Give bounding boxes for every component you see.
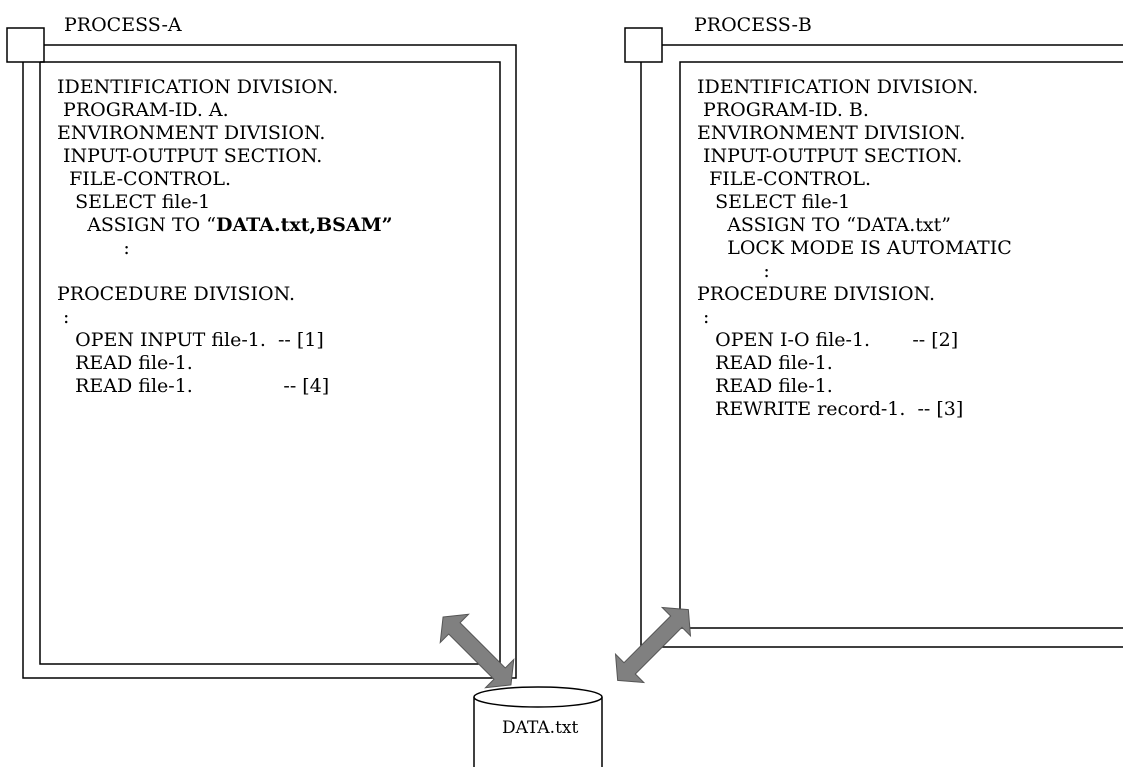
- code-line: IDENTIFICATION DIVISION.: [57, 76, 339, 98]
- code-line: :: [57, 237, 130, 259]
- process-b-corner-box: [624, 27, 663, 63]
- code-line: ENVIRONMENT DIVISION.: [57, 122, 326, 144]
- code-line: OPEN INPUT file-1. -- [1]: [57, 329, 324, 351]
- assign-prefix: ASSIGN TO “: [57, 214, 216, 236]
- process-a-outer-border: [22, 44, 517, 679]
- code-line: ENVIRONMENT DIVISION.: [697, 122, 966, 144]
- code-line: INPUT-OUTPUT SECTION.: [697, 145, 963, 167]
- code-line: REWRITE record-1. -- [3]: [697, 398, 964, 420]
- code-line: SELECT file-1: [57, 191, 211, 213]
- data-file-cylinder: [473, 686, 603, 767]
- code-line: READ file-1.: [697, 375, 833, 397]
- code-line: PROCEDURE DIVISION.: [57, 283, 296, 305]
- code-line: PROGRAM-ID. B.: [697, 99, 869, 121]
- assign-bold-value: DATA.txt,BSAM”: [215, 214, 393, 236]
- code-line: SELECT file-1: [697, 191, 851, 213]
- code-line: IDENTIFICATION DIVISION.: [697, 76, 979, 98]
- code-line: PROCEDURE DIVISION.: [697, 283, 936, 305]
- code-line: :: [57, 306, 70, 328]
- cylinder-top: [473, 686, 603, 708]
- code-line: FILE-CONTROL.: [57, 168, 231, 190]
- code-line: READ file-1.: [57, 352, 193, 374]
- cylinder-body: [473, 697, 603, 767]
- arrow-b-shape: [614, 606, 692, 684]
- code-line: :: [697, 260, 770, 282]
- code-line: PROGRAM-ID. A.: [57, 99, 229, 121]
- code-line: FILE-CONTROL.: [697, 168, 871, 190]
- process-a-title: PROCESS-A: [64, 14, 182, 36]
- code-line: :: [697, 306, 710, 328]
- data-file-label: DATA.txt: [502, 718, 579, 738]
- code-line: LOCK MODE IS AUTOMATIC: [697, 237, 1012, 259]
- code-line: READ file-1. -- [4]: [57, 375, 330, 397]
- arrow-a: [439, 613, 515, 689]
- code-line-assign: ASSIGN TO “DATA.txt,BSAM”: [57, 214, 393, 237]
- process-b-inner-border: [679, 61, 1123, 629]
- code-line: OPEN I-O file-1. -- [2]: [697, 329, 959, 351]
- process-a-corner-box: [6, 27, 45, 63]
- code-line: READ file-1.: [697, 352, 833, 374]
- arrow-b: [614, 606, 692, 684]
- code-line: INPUT-OUTPUT SECTION.: [57, 145, 323, 167]
- arrow-a-shape: [439, 613, 515, 689]
- process-b-title: PROCESS-B: [694, 14, 812, 36]
- code-line: ASSIGN TO “DATA.txt”: [697, 214, 951, 236]
